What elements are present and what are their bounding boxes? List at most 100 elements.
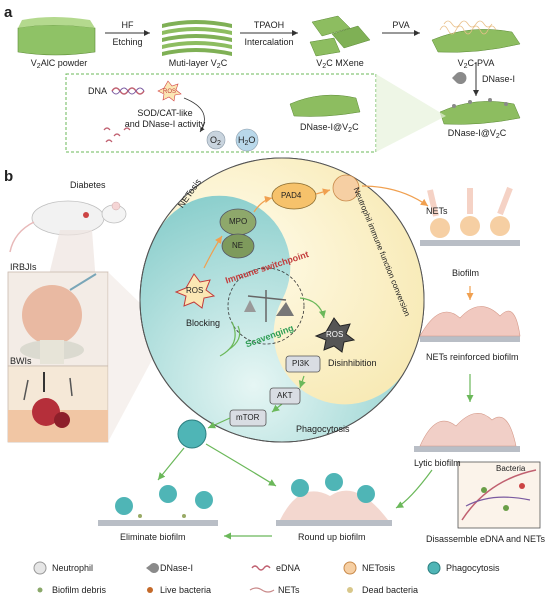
legend-phagocytosis: Phagocytosis bbox=[446, 563, 500, 573]
box-sheet-graphic bbox=[289, 94, 361, 117]
box-o2-label: O2 bbox=[210, 135, 221, 147]
irbji-label: IRBJIs bbox=[10, 262, 37, 272]
arrow-intercalation-label: Intercalation bbox=[244, 37, 294, 47]
ros-down-label: ROS bbox=[326, 330, 344, 339]
phagocyte-to-roundup-arrow bbox=[205, 443, 277, 487]
eliminate-label: Eliminate biofilm bbox=[120, 532, 186, 542]
phagocytosis-icon bbox=[427, 561, 441, 575]
dnase-icon bbox=[146, 563, 159, 573]
pi3k-to-akt-arrow bbox=[298, 375, 306, 389]
scavenge-arrow bbox=[299, 297, 326, 319]
disassemble-label: Disassemble eDNA and NETs bbox=[426, 534, 546, 544]
panel-a-letter: a bbox=[4, 4, 13, 21]
mpo-label: MPO bbox=[229, 217, 248, 226]
lytic-to-roundup-arrow bbox=[395, 469, 433, 509]
mtor-label: mTOR bbox=[236, 413, 260, 422]
zoom-wedge bbox=[376, 74, 446, 152]
arrow-hf-label: HF bbox=[121, 20, 134, 30]
ros-to-mpo-arrow bbox=[203, 235, 223, 269]
legend-live-bacteria: Live bacteria bbox=[160, 585, 212, 595]
v2alc-powder-graphic bbox=[17, 17, 96, 56]
bacteria-label: Bacteria bbox=[496, 464, 526, 473]
round-up-label: Round up biofilm bbox=[298, 532, 366, 542]
blocking-label: Blocking bbox=[186, 318, 221, 328]
ne-label: NE bbox=[232, 241, 244, 250]
diabetes-label: Diabetes bbox=[70, 180, 106, 190]
h2o-bubble bbox=[235, 128, 259, 152]
ros-star-a bbox=[157, 80, 182, 102]
legend-icons bbox=[33, 561, 441, 593]
box-activity-line2: and DNase-I activity bbox=[124, 119, 206, 129]
phagocytosis-label: Phagocytosis bbox=[296, 424, 350, 434]
legend-edna: eDNA bbox=[276, 563, 301, 573]
neutrophil-icon bbox=[33, 561, 47, 575]
akt-label: AKT bbox=[277, 391, 293, 400]
ne-bubble bbox=[221, 233, 255, 259]
arrow-etching-label: Etching bbox=[112, 37, 143, 47]
box-dna-label: DNA bbox=[88, 86, 108, 96]
bwi-label: BWIs bbox=[10, 356, 32, 366]
scale-icon bbox=[244, 290, 294, 322]
nets-icon bbox=[249, 587, 275, 593]
v2c-mxene-graphic bbox=[309, 15, 371, 57]
netosis-cell-icon bbox=[332, 174, 360, 202]
box-ros-label: ROS bbox=[163, 89, 177, 95]
fragment-dna-icon bbox=[103, 127, 131, 143]
ros-up-label: ROS bbox=[186, 286, 204, 295]
pad4-to-cell-arrow bbox=[315, 188, 331, 196]
cycle-arrow bbox=[183, 97, 205, 133]
debris-icon bbox=[37, 587, 43, 593]
box-activity-line1: SOD/CAT-like bbox=[137, 108, 193, 118]
panel-b-letter: b bbox=[4, 168, 14, 185]
step-dnase-v2c-label: DNase-I@V2C bbox=[447, 128, 507, 140]
ros-star-up bbox=[174, 273, 216, 309]
step-multilayer-label: Muti-layer V2C bbox=[168, 58, 228, 70]
disinhibition-label: Disinhibition bbox=[328, 358, 377, 368]
ros-star-down bbox=[314, 317, 356, 353]
dnase-v2c-graphic bbox=[439, 98, 521, 125]
phagocyte-icon bbox=[177, 419, 207, 449]
nets-label: NETs bbox=[426, 206, 448, 216]
pad4-label: PAD4 bbox=[281, 191, 302, 200]
biofilm-label: Biofilm bbox=[452, 268, 480, 278]
mechanism-box bbox=[65, 73, 377, 153]
nets-biofilm-graphic bbox=[420, 186, 520, 246]
edna-icon bbox=[251, 565, 271, 571]
bwi-inset bbox=[7, 365, 109, 443]
pad4-bubble bbox=[271, 182, 317, 210]
netosis-icon bbox=[343, 561, 357, 575]
legend-netosis: NETosis bbox=[362, 563, 396, 573]
pi3k-box bbox=[285, 355, 321, 373]
lytic-biofilm-label: Lytic biofilm bbox=[414, 458, 461, 468]
phagocyte-to-eliminate-arrow bbox=[157, 447, 185, 481]
legend-dead-bacteria: Dead bacteria bbox=[362, 585, 419, 595]
irbji-inset bbox=[7, 271, 109, 367]
dnase-pacman-icon bbox=[452, 72, 467, 85]
bacteria-inset bbox=[457, 461, 541, 529]
mouse-graphic bbox=[9, 200, 127, 253]
legend-nets: NETs bbox=[278, 585, 300, 595]
step-mxene-label: V2C MXene bbox=[316, 58, 364, 70]
o2-bubble bbox=[206, 130, 226, 150]
inset-to-circle-wedge bbox=[108, 272, 168, 442]
akt-box bbox=[269, 387, 301, 405]
dead-bacteria-icon bbox=[347, 587, 353, 593]
arrow-dnase-label: DNase-I bbox=[482, 74, 516, 84]
arrow-tpaoh-label: TPAOH bbox=[253, 20, 285, 30]
live-bacteria-icon bbox=[147, 587, 153, 593]
arrow-pva-label: PVA bbox=[392, 20, 410, 30]
ne-to-pad4-arrow bbox=[253, 195, 273, 213]
legend-biofilm-debris: Biofilm debris bbox=[52, 585, 107, 595]
akt-to-mtor-arrow bbox=[271, 403, 283, 413]
lytic-biofilm-graphic bbox=[414, 413, 520, 452]
box-product-label: DNase-I@V2C bbox=[300, 122, 359, 134]
step-pva-label: V2C-PVA bbox=[457, 58, 495, 70]
dna-icon-2 bbox=[111, 87, 145, 95]
multilayer-v2c-graphic bbox=[162, 20, 232, 56]
cell-to-nets-arrow bbox=[361, 185, 429, 207]
round-up-graphic bbox=[276, 473, 392, 526]
legend-neutrophil: Neutrophil bbox=[52, 563, 94, 573]
nets-reinforced-label: NETs reinforced biofilm bbox=[426, 352, 519, 362]
pi3k-label: PI3K bbox=[292, 359, 310, 368]
